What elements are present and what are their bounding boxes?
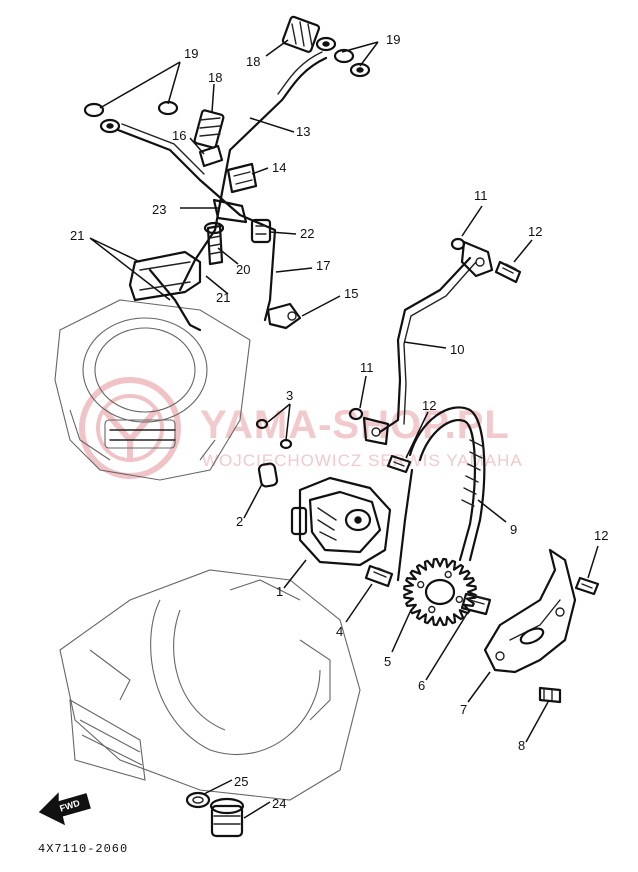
- bolt-22: [250, 218, 272, 244]
- callout-22: 22: [300, 226, 314, 241]
- bolt-12-mid: [386, 454, 412, 474]
- callout-12-right: 12: [594, 528, 608, 543]
- callout-3: 3: [286, 388, 293, 403]
- callout-2: 2: [236, 514, 243, 529]
- watermark: YAMA-SHOP.PL WOJCIECHOWICZ SERWIS YAMAHA: [79, 377, 523, 479]
- callout-12-top: 12: [528, 224, 542, 239]
- drain-bolt-24: [209, 797, 245, 838]
- pipe-fitting-top: [460, 240, 494, 278]
- callout-15: 15: [344, 286, 358, 301]
- copper-washer-19-top: [315, 36, 371, 78]
- union-bolt-18-left: [193, 109, 225, 149]
- callout-25: 25: [234, 774, 248, 789]
- sprocket-5: [403, 557, 477, 627]
- chain-cover-7: [483, 548, 577, 674]
- crankcase-outline: [59, 569, 361, 801]
- gasket-25: [185, 791, 211, 809]
- forward-direction-arrow: FWD: [38, 792, 91, 826]
- bolt-12-right: [574, 576, 600, 596]
- bolt-8: [538, 686, 562, 704]
- clamp-23: [212, 198, 248, 224]
- callout-20: 20: [236, 262, 250, 277]
- callout-19-left: 19: [184, 46, 198, 61]
- leader-lines: [89, 39, 599, 819]
- callout-4: 4: [336, 624, 343, 639]
- sprocket-lightening-hole: [428, 605, 436, 614]
- sprocket-lightening-hole: [444, 570, 452, 579]
- watermark-tagline: WOJCIECHOWICZ SERWIS YAMAHA: [202, 451, 523, 470]
- callout-16: 16: [172, 128, 186, 143]
- oil-delivery-pipe-17: [116, 123, 277, 332]
- callout-numbers: 19 18 19 18 13 16 14 23 22 21 20 17 21 1…: [70, 32, 608, 811]
- callout-6: 6: [418, 678, 425, 693]
- union-bolt-18-top: [281, 15, 321, 53]
- callout-23: 23: [152, 202, 166, 217]
- oil-pipe-10: [378, 256, 477, 434]
- callout-9: 9: [510, 522, 517, 537]
- callout-11-top: 11: [474, 188, 488, 203]
- bolt-4: [364, 564, 394, 588]
- bolt-6: [460, 592, 492, 616]
- callout-19-top: 19: [386, 32, 400, 47]
- fitting-15: [266, 302, 302, 330]
- sprocket-hub: [424, 578, 456, 606]
- sprocket-lightening-hole: [417, 580, 425, 589]
- callout-11-bottom: 11: [360, 360, 374, 375]
- callout-17: 17: [316, 258, 330, 273]
- callout-21-mid: 21: [216, 290, 230, 305]
- watermark-logo: [79, 377, 181, 479]
- drive-chain-9: [396, 406, 486, 582]
- callout-13: 13: [296, 124, 310, 139]
- callout-1: 1: [276, 584, 283, 599]
- sprocket-lightening-hole: [455, 595, 463, 604]
- callout-8: 8: [518, 738, 525, 753]
- callout-10: 10: [450, 342, 464, 357]
- bolt-12-top: [494, 260, 522, 284]
- callout-5: 5: [384, 654, 391, 669]
- sprocket-teeth: [403, 557, 477, 627]
- o-ring-11-bottom: [348, 407, 364, 421]
- dowel-pin-2: [257, 462, 279, 488]
- callout-21-left: 21: [70, 228, 84, 243]
- oil-pump-assembly-1: [290, 476, 392, 567]
- clamp-14: [226, 162, 258, 194]
- pipe-fitting-bottom: [362, 416, 390, 446]
- callout-18-top: 18: [246, 54, 260, 69]
- oil-delivery-pipe-13: [178, 51, 328, 292]
- bolt-20: [203, 221, 225, 266]
- cylinder-outline: [54, 299, 251, 481]
- rubber-holder-21: [128, 250, 202, 302]
- callout-12-mid: 12: [422, 398, 436, 413]
- clamp-16: [198, 144, 224, 168]
- callout-7: 7: [460, 702, 467, 717]
- o-ring-11-top: [450, 237, 466, 251]
- callout-14: 14: [272, 160, 286, 175]
- callout-24: 24: [272, 796, 286, 811]
- callout-18-left: 18: [208, 70, 222, 85]
- diagram-code: 4X7110-2060: [38, 842, 128, 856]
- watermark-brand: YAMA-SHOP.PL: [200, 403, 510, 447]
